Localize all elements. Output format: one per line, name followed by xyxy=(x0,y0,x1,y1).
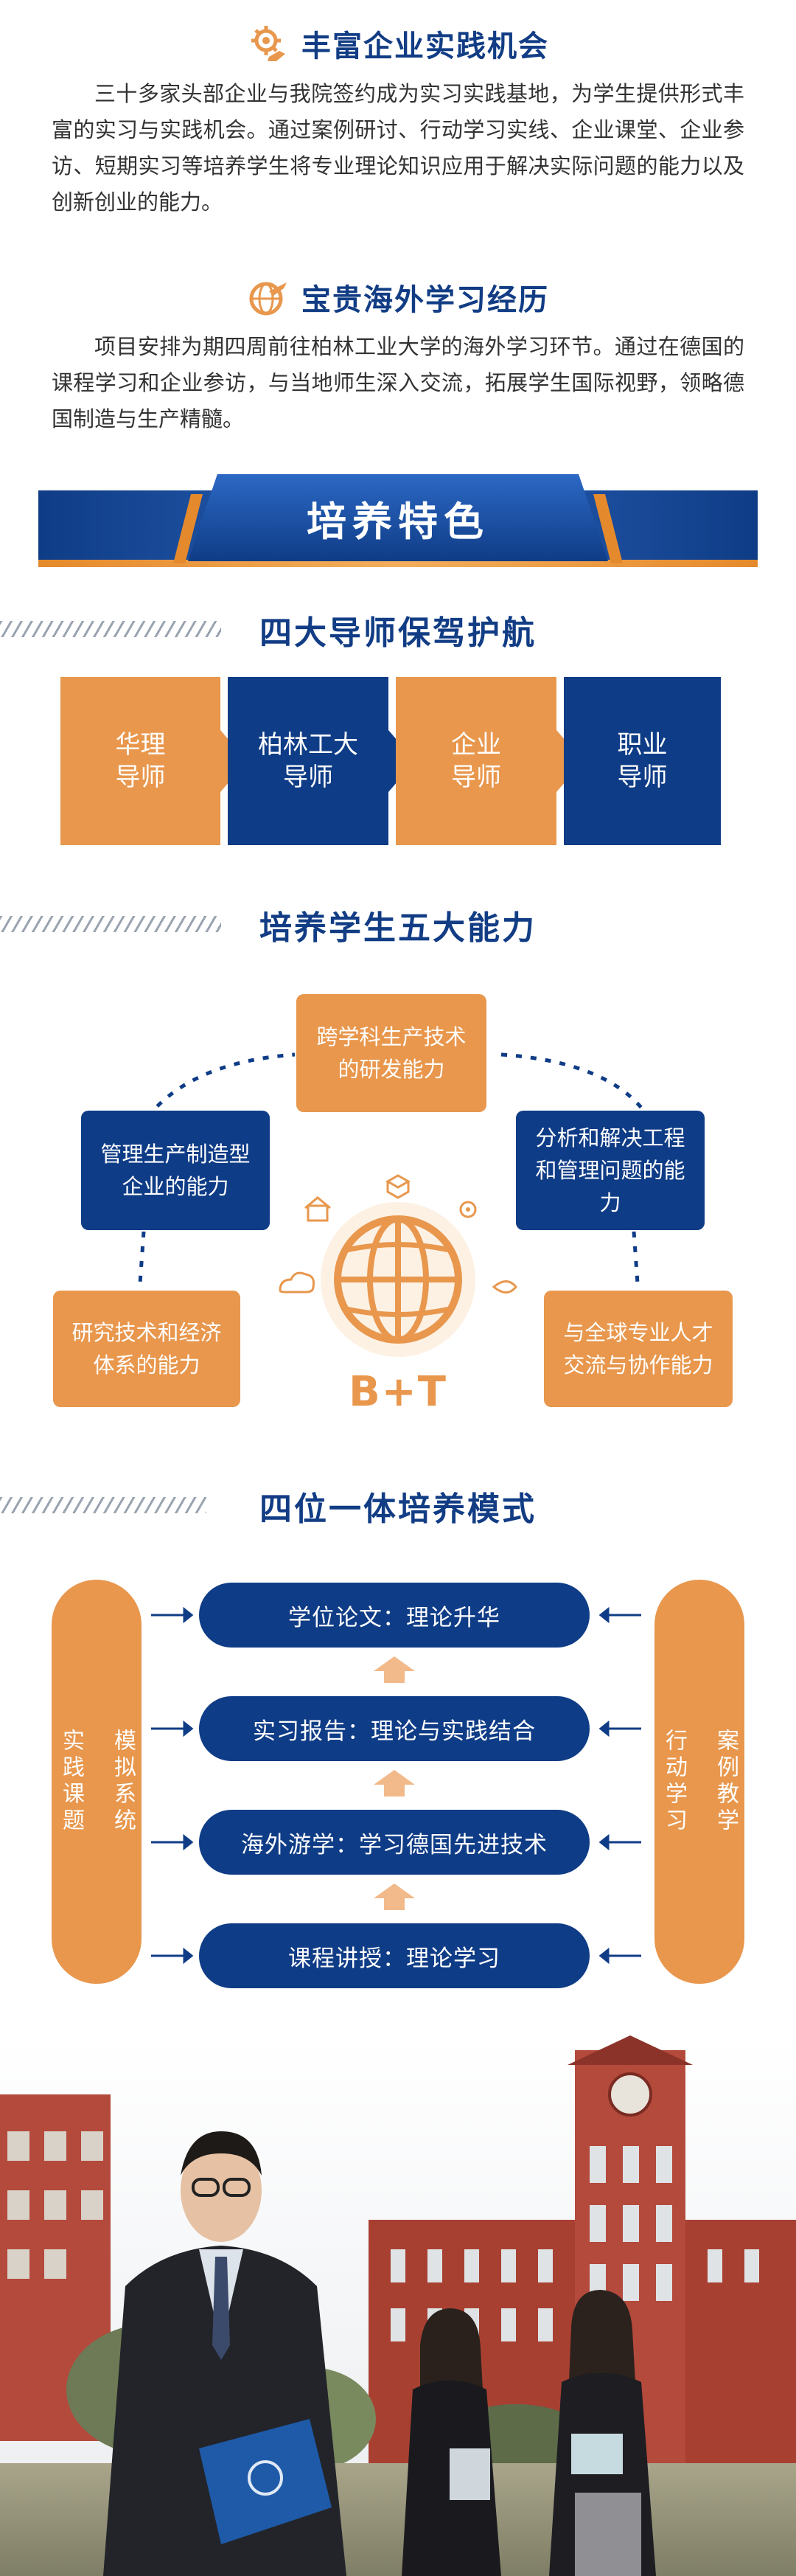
campus-photo xyxy=(0,2035,796,2576)
banner-title-plate: 培养特色 xyxy=(188,474,608,561)
feature-body-enterprise: 三十多家头部企业与我院签约成为实习实践基地，为学生提供形式丰富的实习与实践机会。… xyxy=(52,81,744,215)
hatch-decoration xyxy=(0,621,221,637)
feature-title-text: 宝贵海外学习经历 xyxy=(301,283,549,317)
section-header-abilities: 培养学生五大能力 xyxy=(0,901,796,947)
model-level-thesis: 学位论文：理论升华 xyxy=(199,1583,590,1648)
hatch-decoration xyxy=(0,1497,206,1513)
ability-card-management: 管理生产制造型企业的能力 xyxy=(81,1111,270,1230)
model-level-internship: 实习报告：理论与实践结合 xyxy=(199,1696,590,1761)
left-pillar-practice: 实践课题 模拟系统 xyxy=(52,1580,142,1984)
section-header-mentors: 四大导师保驾护航 xyxy=(0,606,796,652)
mentor-label-line2: 导师 xyxy=(283,763,333,792)
mentor-card-enterprise: 企业导师 xyxy=(396,677,556,845)
left-pillar-text-1: 实践课题 xyxy=(58,1729,84,1835)
globe-icon xyxy=(279,1174,517,1357)
up-arrow-icon xyxy=(374,1884,415,1910)
mentor-card-career: 职业导师 xyxy=(564,677,721,845)
feature-title-text: 丰富企业实践机会 xyxy=(301,29,549,63)
hatch-decoration xyxy=(0,916,221,932)
right-pillar-text-2: 案例教学 xyxy=(713,1729,739,1835)
model-level-coursework: 课程讲授：理论学习 xyxy=(199,1923,590,1988)
mentor-label-line1: 柏林工大 xyxy=(258,730,358,760)
mentor-label-line1: 企业 xyxy=(451,730,501,760)
right-pillar-text-1: 行动学习 xyxy=(661,1729,687,1835)
right-pillar-action: 行动学习 案例教学 xyxy=(654,1580,744,1984)
mentor-card-tu-berlin: 柏林工大导师 xyxy=(228,677,388,845)
globe-plane-icon xyxy=(249,282,287,316)
mentor-label-line1: 华理 xyxy=(115,730,166,760)
feature-title-enterprise: 丰富企业实践机会 xyxy=(0,22,796,65)
left-pillar-text-2: 模拟系统 xyxy=(110,1729,136,1835)
section-header-model: 四位一体培养模式 xyxy=(0,1482,796,1528)
mentor-card-ecust: 华理导师 xyxy=(60,677,220,845)
left-arrows xyxy=(151,1606,194,1965)
mentor-label-line2: 导师 xyxy=(115,763,166,792)
mentor-label-line1: 职业 xyxy=(617,730,668,760)
ability-card-problem-solving: 分析和解决工程和管理问题的能力 xyxy=(516,1111,705,1230)
feature-body-overseas: 项目安排为期四周前往柏林工业大学的海外学习环节。通过在德国的课程学习和企业参访，… xyxy=(52,334,744,431)
section-title: 四位一体培养模式 xyxy=(259,1490,537,1528)
ability-card-global-collab: 与全球专业人才交流与协作能力 xyxy=(544,1291,733,1407)
model-level-overseas: 海外游学：学习德国先进技术 xyxy=(199,1810,590,1875)
section-title: 培养学生五大能力 xyxy=(259,909,537,947)
banner-title: 培养特色 xyxy=(307,498,489,545)
section-title: 四大导师保驾护航 xyxy=(259,614,537,652)
feature-title-overseas: 宝贵海外学习经历 xyxy=(0,276,796,319)
up-arrow-icon xyxy=(374,1770,415,1796)
ability-card-tech-economy: 研究技术和经济体系的能力 xyxy=(53,1291,240,1407)
gear-hand-icon xyxy=(251,26,285,61)
banner-underline xyxy=(38,560,758,567)
globe-label: B+T xyxy=(349,1368,447,1416)
ability-connector-arcs xyxy=(138,1052,651,1284)
ability-card-rnd: 跨学科生产技术的研发能力 xyxy=(296,994,486,1112)
up-arrow-icon xyxy=(374,1656,415,1683)
mentor-label-line2: 导师 xyxy=(617,763,668,792)
right-arrows xyxy=(598,1606,641,1965)
mentor-label-line2: 导师 xyxy=(451,763,501,792)
